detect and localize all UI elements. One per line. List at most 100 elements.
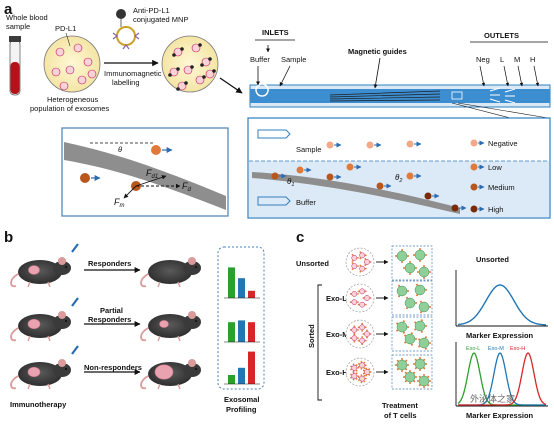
blood-tube bbox=[9, 36, 21, 96]
legend-label-negative: Negative bbox=[488, 139, 518, 148]
outlet-pointer bbox=[533, 65, 540, 87]
mouse-icon bbox=[10, 359, 71, 390]
profile-bar bbox=[238, 367, 245, 384]
labelled-exosome-dot bbox=[177, 81, 187, 91]
exosome-dot bbox=[59, 81, 69, 91]
mouse-icon bbox=[10, 311, 71, 342]
profile-bar bbox=[238, 278, 245, 298]
exosome-dot bbox=[51, 67, 61, 77]
tcell-box bbox=[391, 316, 433, 352]
marker-expression-label-1: Marker Expression bbox=[466, 331, 534, 340]
force-theta-label: θ bbox=[118, 145, 122, 154]
treatment-label-2: of T cells bbox=[384, 411, 417, 420]
outlets-label: OUTLETS bbox=[484, 31, 519, 40]
exosome-dish bbox=[345, 247, 375, 277]
buffer-inlet-label: Buffer bbox=[250, 55, 270, 64]
pd-l1-label: PD-L1 bbox=[55, 24, 76, 33]
outlet-pointer bbox=[517, 65, 524, 87]
labelled-particle bbox=[451, 204, 459, 212]
exosome-population bbox=[43, 35, 101, 93]
exosome-dish bbox=[345, 357, 375, 387]
group-label-exo-h: Exo-H bbox=[326, 368, 348, 377]
tcell-box bbox=[391, 354, 433, 390]
exosome-dot bbox=[73, 43, 83, 53]
immunomagnetic-label-1: Immunomagnetic bbox=[104, 69, 162, 78]
mnp-bead bbox=[190, 65, 194, 69]
tumor bbox=[159, 320, 169, 328]
mouse-icon bbox=[140, 311, 201, 342]
heterogeneous-label-2: population of exosomes bbox=[30, 104, 109, 113]
profile-bar bbox=[248, 351, 255, 384]
mnp-bead bbox=[212, 69, 216, 73]
tumor bbox=[27, 366, 41, 378]
legend-label-low: Low bbox=[488, 163, 502, 172]
immunotherapy-label: Immunotherapy bbox=[10, 400, 67, 409]
inlets-label: INLETS bbox=[262, 28, 289, 37]
mnp-bead bbox=[198, 43, 202, 47]
legend-exo-m: Exo-M bbox=[488, 346, 504, 352]
mouse-icon bbox=[10, 257, 71, 288]
force-diagram bbox=[61, 127, 229, 217]
sorted-bracket bbox=[317, 284, 322, 401]
profiling-label-2: Profiling bbox=[226, 405, 257, 414]
marker-expression-label-2: Marker Expression bbox=[466, 411, 534, 420]
mnp-bead bbox=[200, 63, 204, 67]
labelled-exosome-dot bbox=[191, 43, 201, 53]
labelled-particle bbox=[271, 172, 279, 180]
exosome-dot bbox=[83, 57, 93, 67]
profile-bar bbox=[228, 375, 235, 384]
profiling-box bbox=[217, 246, 265, 390]
profile-bar bbox=[228, 322, 235, 342]
legend-exo-l: Exo-L bbox=[466, 346, 480, 352]
legend-label-high: High bbox=[488, 205, 503, 214]
microfluidic-chip bbox=[249, 83, 551, 108]
negative-particle bbox=[366, 141, 374, 149]
exosome-dot bbox=[87, 69, 97, 79]
legend-dot-medium bbox=[470, 183, 478, 191]
syringe-icon bbox=[71, 297, 79, 307]
heterogeneous-label-1: Heterogeneous bbox=[47, 95, 99, 104]
watermark-text: 外泌体之家 bbox=[470, 393, 515, 404]
immunomagnetic-label-2: labelling bbox=[112, 78, 140, 87]
outlet-label-m: M bbox=[514, 55, 520, 64]
theta1-label: θ1 bbox=[287, 177, 294, 188]
labelled-particle bbox=[346, 163, 354, 171]
exosome-dot bbox=[55, 47, 65, 57]
labelled-exosome-dot bbox=[183, 65, 193, 75]
legend-label-medium: Medium bbox=[488, 183, 515, 192]
sorted-label: Sorted bbox=[307, 324, 316, 348]
profile-bar bbox=[248, 322, 255, 342]
exosome-dish bbox=[345, 283, 375, 313]
unsorted-label: Unsorted bbox=[296, 259, 329, 268]
channel-detail bbox=[247, 117, 551, 219]
fm-label: Fm bbox=[114, 197, 125, 209]
legend-dot-low bbox=[470, 163, 478, 171]
tumor bbox=[154, 364, 174, 380]
labelled-particle bbox=[424, 192, 432, 200]
exosome-dish bbox=[345, 319, 375, 349]
labelled-exosomes bbox=[161, 35, 219, 93]
group-label-exo-m: Exo-M bbox=[326, 330, 349, 339]
outlet-label-neg: Neg bbox=[476, 55, 490, 64]
labelled-exosome-dot bbox=[201, 57, 211, 67]
theta2-label: θ2 bbox=[395, 173, 402, 184]
mouse-icon bbox=[140, 359, 201, 390]
sorted-curve-exo-h bbox=[458, 352, 547, 406]
mnp-bead bbox=[176, 87, 180, 91]
negative-particle bbox=[406, 140, 414, 148]
outlet-pointer bbox=[479, 65, 486, 87]
detail-buffer-label: Buffer bbox=[296, 198, 316, 207]
mnp-bead bbox=[180, 47, 184, 51]
tcell-box bbox=[391, 245, 433, 281]
mouse-icon bbox=[140, 257, 201, 288]
labelled-exosome-dot bbox=[173, 47, 183, 57]
pd-l1-pointer bbox=[65, 32, 71, 47]
labelled-particle bbox=[376, 182, 384, 190]
labelled-exosome-dot bbox=[195, 75, 205, 85]
row-label-partial-2: Responders bbox=[88, 315, 131, 324]
whole-blood-label-2: sample bbox=[6, 22, 30, 31]
exosome-dot bbox=[65, 65, 75, 75]
fd1-label: Fd1 bbox=[146, 168, 158, 180]
row-label-responders: Responders bbox=[88, 259, 131, 268]
